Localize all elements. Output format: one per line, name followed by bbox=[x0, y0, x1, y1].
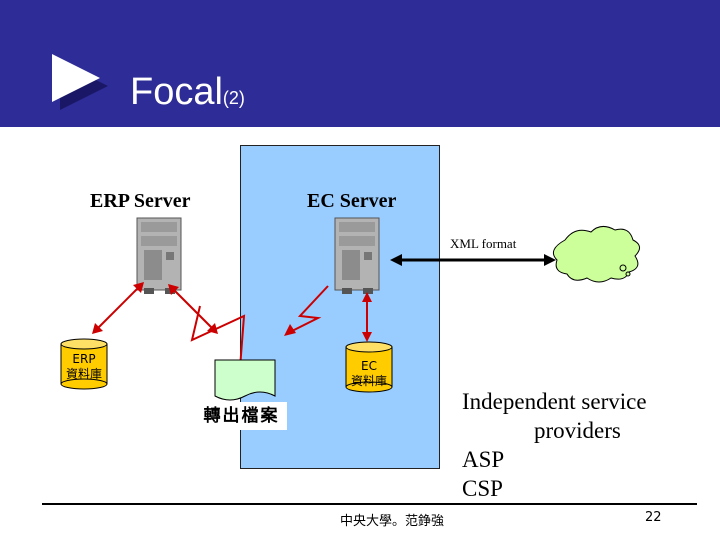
page-number: 22 bbox=[645, 510, 662, 525]
ec-db-label-line1: EC bbox=[361, 359, 377, 373]
footer-divider bbox=[42, 503, 697, 505]
title-subscript: (2) bbox=[222, 88, 245, 108]
export-file-label: 轉出檔案 bbox=[196, 402, 287, 430]
isp-line2: providers bbox=[534, 418, 621, 443]
ec-database-icon bbox=[345, 341, 393, 393]
erp-server-label: ERP Server bbox=[90, 190, 191, 212]
title-main: Focal bbox=[130, 71, 223, 113]
erp-db-label-line1: ERP bbox=[72, 352, 96, 366]
erp-db-label: ERP 資料庫 bbox=[61, 352, 107, 382]
isp-text-block: Independent service providers ASP CSP bbox=[462, 387, 647, 503]
ec-server-label: EC Server bbox=[307, 190, 397, 212]
isp-line3: ASP bbox=[462, 447, 505, 472]
document-icon bbox=[214, 359, 276, 401]
lightning-icon bbox=[284, 285, 329, 336]
play-triangle-icon bbox=[52, 54, 108, 110]
slide-header bbox=[0, 0, 720, 127]
erp-db-label-line2: 資料庫 bbox=[65, 367, 102, 381]
erp-database-icon bbox=[60, 338, 108, 390]
ec-db-label: EC 資料庫 bbox=[346, 359, 392, 389]
page-title: Focal(2) bbox=[130, 72, 245, 118]
footer-credit: 中央大學。范錚強 bbox=[340, 514, 445, 529]
isp-line4: CSP bbox=[462, 476, 503, 501]
ec-db-label-line2: 資料庫 bbox=[350, 374, 387, 388]
ec-server-icon bbox=[334, 217, 380, 294]
erp-server-file-link bbox=[168, 284, 218, 334]
xml-link-arrow bbox=[390, 254, 556, 266]
ec-server-db-link bbox=[362, 292, 372, 342]
xml-format-label: XML format bbox=[450, 236, 517, 251]
isp-line1: Independent service bbox=[462, 389, 647, 414]
erp-server-db-link bbox=[92, 282, 144, 334]
cloud-icon bbox=[552, 226, 640, 283]
